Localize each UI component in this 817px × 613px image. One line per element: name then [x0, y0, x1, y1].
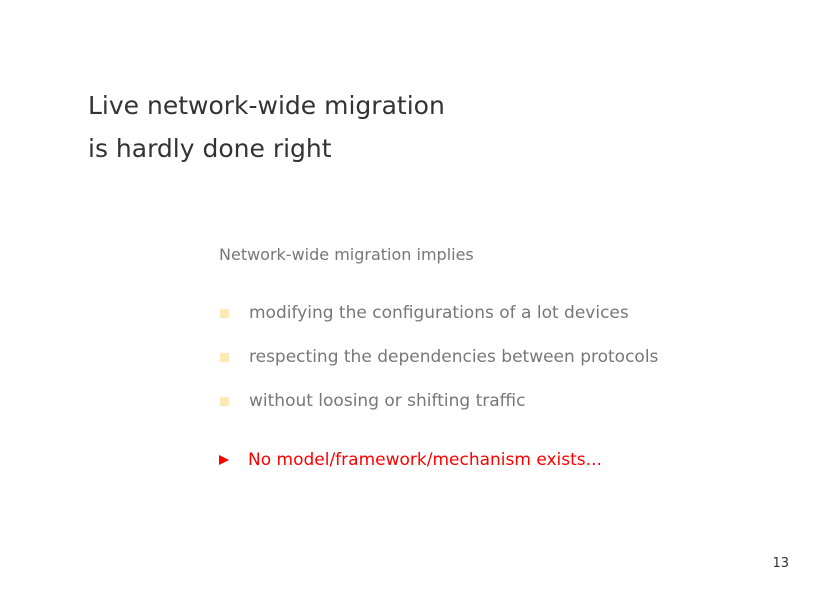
conclusion-text: No model/framework/mechanism exists...: [248, 450, 602, 470]
list-item-text: modifying the configurations of a lot de…: [249, 303, 629, 323]
title-line-1: Live network-wide migration: [88, 91, 445, 120]
list-item-text: respecting the dependencies between prot…: [249, 347, 659, 367]
slide-title: Live network-wide migration is hardly do…: [88, 84, 445, 170]
list-item: without loosing or shifting traffic: [219, 391, 525, 411]
list-item: respecting the dependencies between prot…: [219, 347, 658, 367]
page-number: 13: [772, 556, 789, 571]
triangle-bullet-icon: [219, 455, 229, 465]
list-item-text: without loosing or shifting traffic: [249, 391, 526, 411]
square-bullet-icon: [220, 308, 229, 318]
list-item: modifying the configurations of a lot de…: [219, 303, 629, 323]
conclusion-item: No model/framework/mechanism exists...: [219, 450, 602, 470]
square-bullet-icon: [220, 352, 229, 362]
square-bullet-icon: [220, 396, 229, 406]
intro-text: Network-wide migration implies: [219, 245, 474, 264]
title-line-2: is hardly done right: [88, 134, 332, 163]
